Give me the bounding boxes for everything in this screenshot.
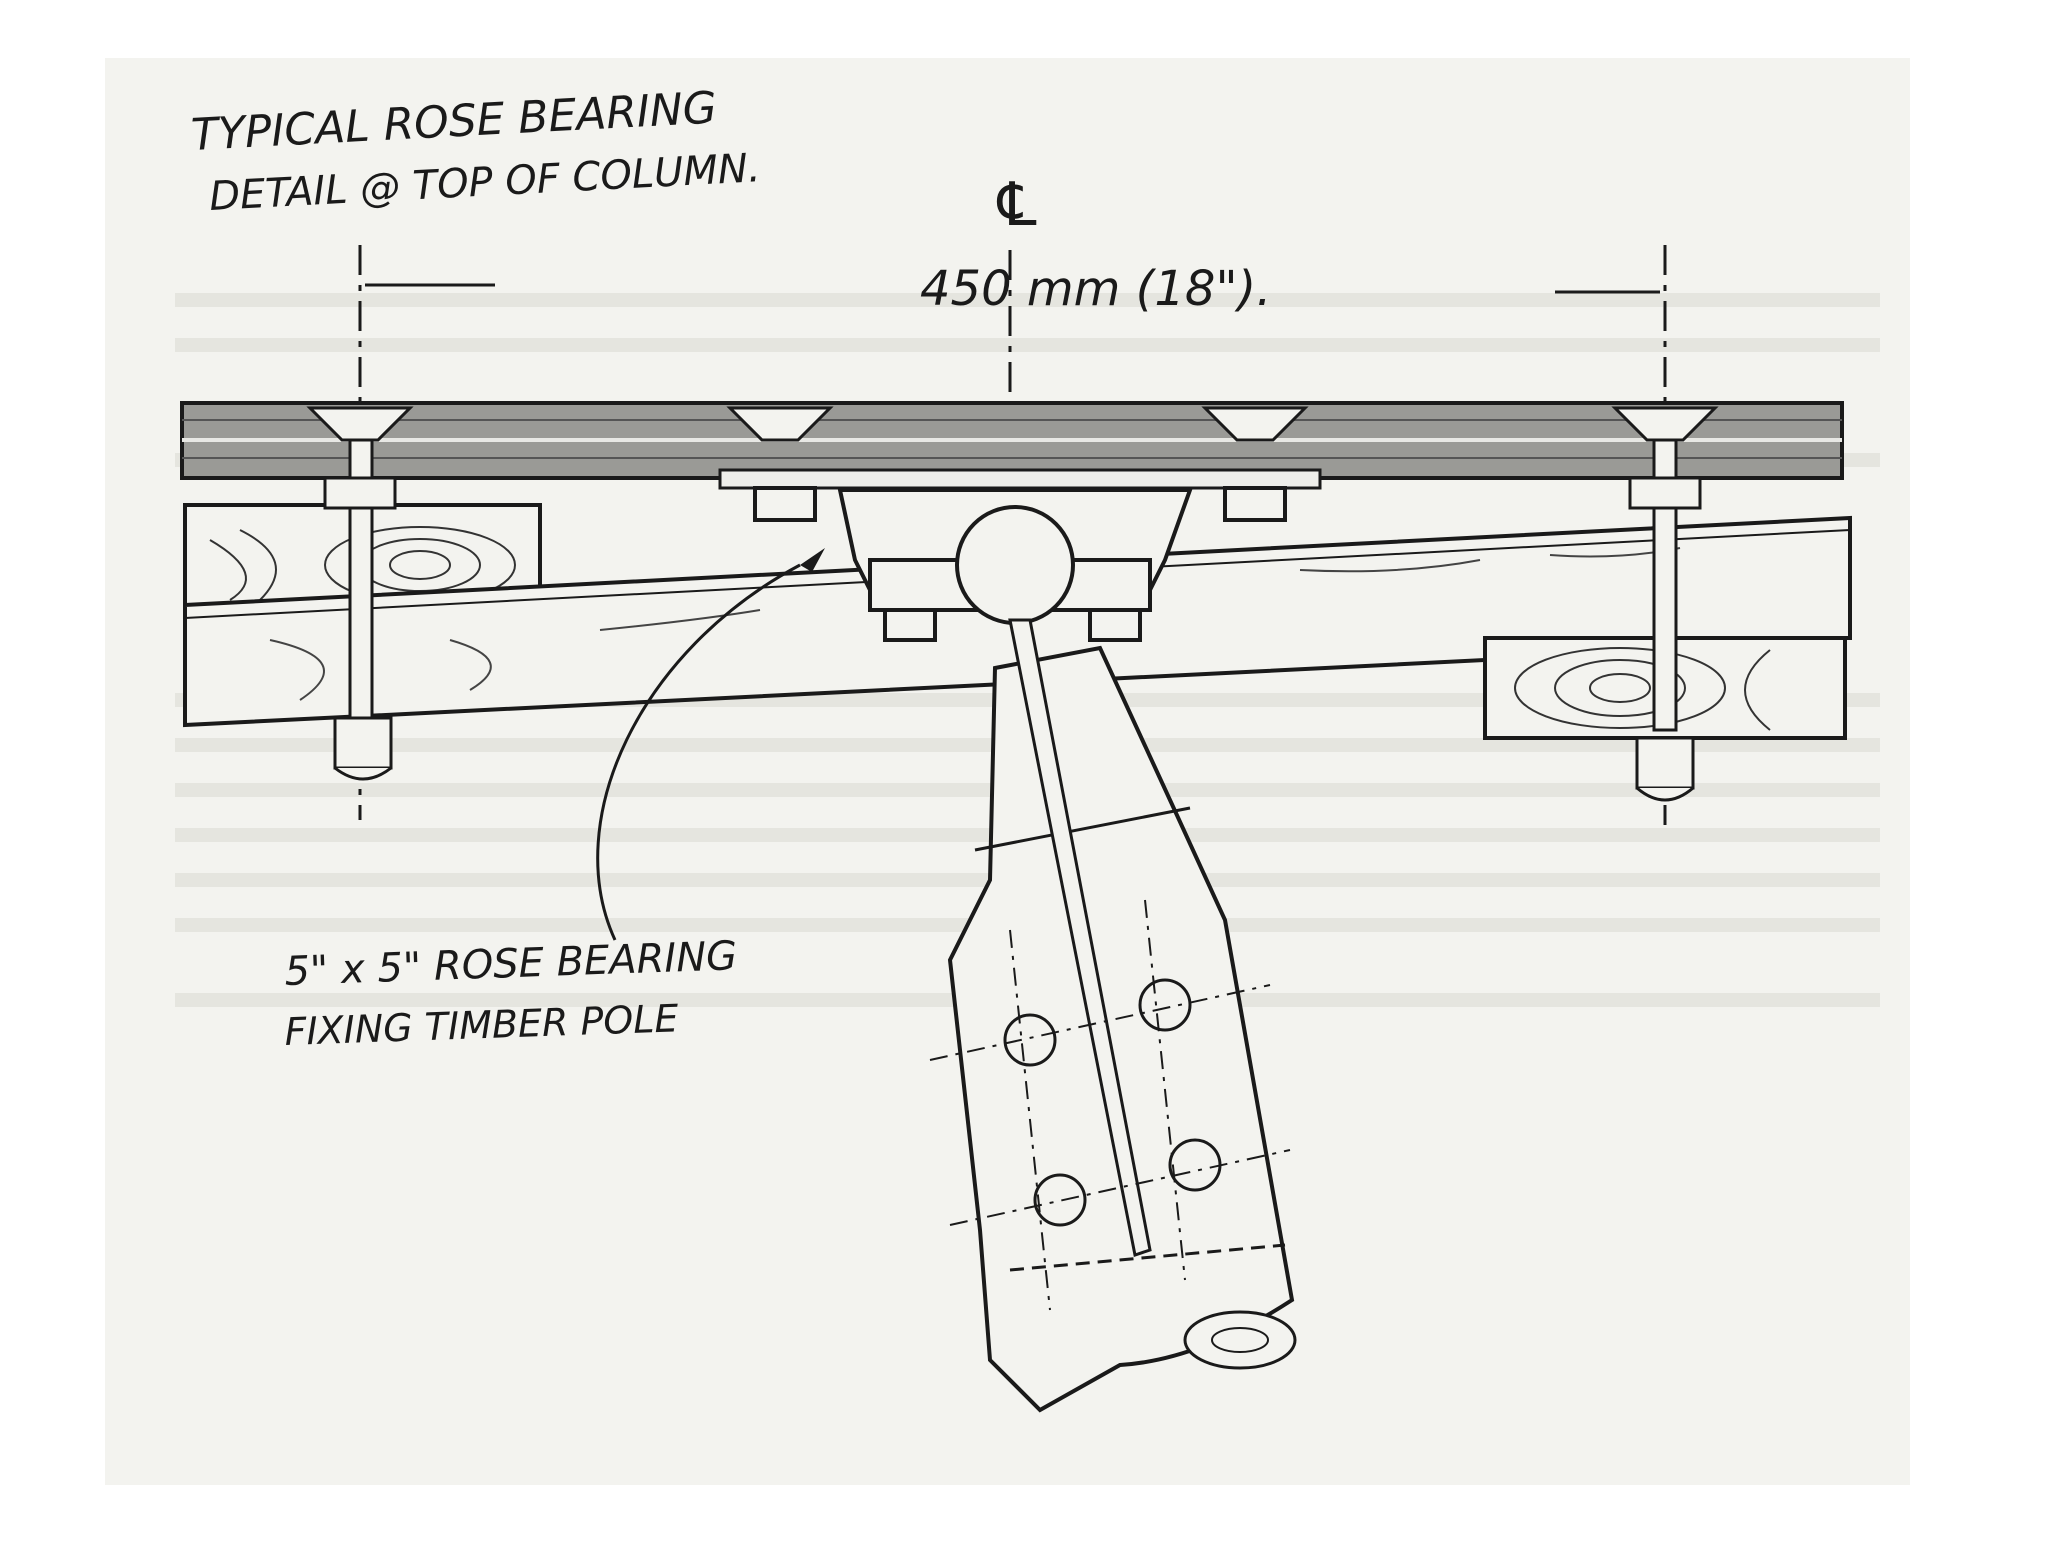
bolt-holes xyxy=(1003,978,1222,1227)
top-plate xyxy=(180,401,1844,490)
callout-leader xyxy=(596,563,801,941)
bolt-hole-centerlines xyxy=(929,899,1291,1311)
through-bolts xyxy=(323,438,1702,802)
dimension-label: 450 mm (18"). xyxy=(920,261,1272,317)
bearing-housing xyxy=(753,486,1287,642)
countersunk-bolts xyxy=(306,406,1719,442)
pole-end-grain xyxy=(1183,1310,1297,1370)
fixing-fin-plate xyxy=(1008,618,1152,1257)
rose-bearing-ball xyxy=(955,505,1075,625)
timber-pole xyxy=(947,645,1297,1413)
callout-arrowhead xyxy=(800,548,825,572)
centerline-symbol: ℄ xyxy=(990,170,1044,240)
